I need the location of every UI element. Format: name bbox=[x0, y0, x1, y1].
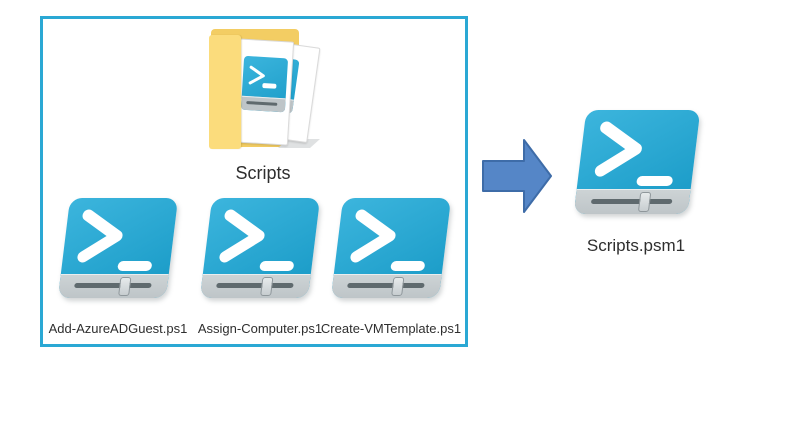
right-arrow-icon bbox=[482, 139, 552, 213]
slider-handle bbox=[118, 277, 132, 296]
slider-track bbox=[74, 283, 152, 289]
underscore-cursor bbox=[117, 261, 153, 271]
underscore-cursor bbox=[390, 261, 426, 271]
chevron-prompt-icon bbox=[350, 209, 396, 263]
slider-track bbox=[246, 100, 278, 106]
chevron-prompt-icon bbox=[594, 121, 642, 178]
slider-track bbox=[216, 283, 294, 289]
powershell-mini-icon bbox=[240, 55, 289, 113]
file-name-label: Create-VMTemplate.ps1 bbox=[320, 321, 462, 336]
folder-with-documents-icon bbox=[209, 29, 321, 151]
folder-name-label: Scripts bbox=[235, 163, 291, 183]
slider-handle bbox=[391, 277, 405, 296]
powershell-file-icon bbox=[57, 198, 179, 298]
module-name-label: Scripts.psm1 bbox=[586, 236, 686, 255]
chevron-prompt-icon bbox=[77, 209, 123, 263]
slider-handle bbox=[260, 277, 274, 296]
slider-track bbox=[347, 283, 425, 289]
slider-strip bbox=[330, 274, 442, 298]
source-file-item: Assign-Computer.ps1 bbox=[190, 198, 330, 343]
folder-front-flap bbox=[209, 35, 241, 149]
slider-strip bbox=[57, 274, 169, 298]
powershell-file-icon bbox=[199, 198, 321, 298]
file-name-label: Add-AzureADGuest.ps1 bbox=[48, 321, 188, 336]
slider-handle bbox=[637, 192, 652, 212]
powershell-file-icon bbox=[330, 198, 452, 298]
slider-strip bbox=[573, 189, 691, 214]
slider-strip bbox=[199, 274, 311, 298]
underscore-cursor bbox=[259, 261, 295, 271]
script-page-icon bbox=[231, 38, 295, 146]
file-name-label: Assign-Computer.ps1 bbox=[197, 321, 323, 336]
right-arrow-shape bbox=[482, 139, 552, 213]
scripts-group-box: Scripts Add-AzureADGuest.ps1 bbox=[40, 16, 468, 347]
slider-track bbox=[590, 198, 673, 204]
underscore-cursor bbox=[636, 175, 673, 186]
slider-strip bbox=[240, 95, 286, 113]
chevron-prompt-icon bbox=[219, 209, 265, 263]
chevron-prompt-icon bbox=[248, 65, 265, 85]
underscore-cursor bbox=[262, 82, 277, 89]
source-file-item: Add-AzureADGuest.ps1 bbox=[48, 198, 188, 343]
powershell-module-file-icon bbox=[573, 110, 701, 214]
source-file-item: Create-VMTemplate.ps1 bbox=[321, 198, 461, 343]
